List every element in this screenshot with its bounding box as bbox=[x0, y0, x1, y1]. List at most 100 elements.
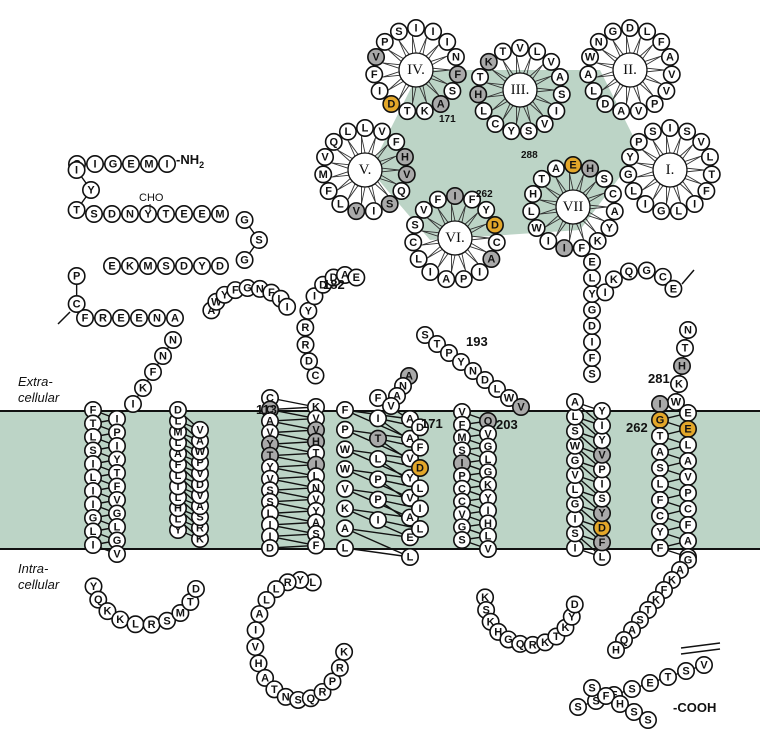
residue-circle bbox=[565, 392, 584, 411]
residue-circle bbox=[347, 268, 366, 287]
residue-letter: Q bbox=[516, 638, 525, 650]
residue-letter: S bbox=[386, 198, 393, 210]
wheel-core bbox=[437, 220, 473, 256]
residue-letter: S bbox=[255, 235, 262, 247]
residue-letter: A bbox=[552, 163, 560, 175]
residue-letter: L bbox=[590, 86, 597, 98]
residue-letter: N bbox=[684, 325, 692, 337]
residue-circle bbox=[235, 250, 254, 269]
icl1-residue: L bbox=[126, 615, 145, 634]
residue-letter: Y bbox=[221, 289, 229, 301]
wheel-residue: S bbox=[380, 194, 399, 213]
residue-letter: F bbox=[82, 313, 89, 325]
wheel-residue: I bbox=[555, 239, 574, 258]
residue-circle bbox=[443, 82, 462, 101]
wheel-residue: H bbox=[581, 159, 600, 178]
residue-letter: S bbox=[630, 707, 637, 719]
icl3-break-mark bbox=[681, 269, 695, 285]
residue-number-171: 171 bbox=[421, 416, 443, 431]
residue-letter: R bbox=[529, 639, 537, 651]
residue-letter: W bbox=[504, 393, 515, 405]
residue-letter: I bbox=[668, 123, 671, 135]
tm7-residue: E bbox=[678, 403, 697, 422]
wheel-residue: F bbox=[387, 132, 406, 151]
residue-circle bbox=[606, 640, 625, 659]
residue-letter: I bbox=[93, 159, 96, 171]
residue-letter: I bbox=[372, 206, 375, 218]
residue-letter: K bbox=[675, 379, 683, 391]
residue-circle bbox=[316, 148, 335, 167]
helix-wheel-label: III. bbox=[511, 82, 530, 98]
n-terminal-residue: G bbox=[235, 211, 254, 230]
residue-letter: R bbox=[302, 339, 310, 351]
residue-letter: G bbox=[642, 265, 651, 277]
residue-letter: T bbox=[553, 631, 560, 643]
n-terminal-residue: I bbox=[67, 161, 86, 180]
residue-circle bbox=[596, 94, 615, 113]
residue-letter: G bbox=[240, 254, 249, 266]
residue-letter: Q bbox=[397, 186, 406, 198]
residue-letter: S bbox=[89, 445, 96, 457]
residue-circle bbox=[486, 114, 505, 133]
residue-letter: N bbox=[312, 482, 320, 494]
residue-letter: P bbox=[196, 457, 203, 469]
residue-circle bbox=[306, 536, 325, 555]
n-terminal-residue: R bbox=[94, 308, 113, 327]
residue-letter: H bbox=[678, 361, 686, 373]
wheel-residue: A bbox=[431, 94, 450, 113]
n-terminal-residue: E bbox=[103, 256, 122, 275]
wheel-residue: V bbox=[373, 122, 392, 141]
residue-circle bbox=[532, 169, 551, 188]
residue-letter: N bbox=[399, 381, 407, 393]
wheel-residue: Y bbox=[477, 200, 496, 219]
residue-circle bbox=[700, 148, 719, 167]
residue-letter: N bbox=[169, 335, 177, 347]
residue-letter: I bbox=[378, 86, 381, 98]
residue-letter: C bbox=[609, 189, 617, 201]
residue-circle bbox=[660, 48, 679, 67]
residue-circle bbox=[463, 361, 482, 380]
residue-circle bbox=[499, 388, 518, 407]
wheel-residue: S bbox=[389, 22, 408, 41]
residue-letter: G bbox=[109, 159, 118, 171]
wheel-residue: I bbox=[424, 22, 443, 41]
residue-letter: N bbox=[153, 313, 161, 325]
residue-letter: R bbox=[319, 686, 327, 698]
residue-letter: I bbox=[376, 413, 379, 425]
tm1-residue: K bbox=[134, 378, 153, 397]
residue-letter: V bbox=[372, 52, 380, 64]
n-terminal-residue: E bbox=[175, 205, 194, 224]
wheel-residue: K bbox=[479, 52, 498, 71]
residue-letter: S bbox=[312, 528, 319, 540]
residue-letter: I bbox=[131, 399, 134, 411]
residue-letter: Y bbox=[312, 505, 320, 517]
residue-circle bbox=[368, 510, 387, 529]
residue-letter: K bbox=[541, 637, 549, 649]
residue-letter: V bbox=[548, 56, 556, 68]
residue-letter: P bbox=[651, 98, 658, 110]
tm4-residue: W bbox=[335, 460, 354, 479]
residue-letter: C bbox=[409, 237, 417, 249]
n-terminal-residue: S bbox=[250, 231, 269, 250]
residue-circle bbox=[368, 470, 387, 489]
residue-letter: I bbox=[604, 287, 607, 299]
residue-letter: Y bbox=[144, 209, 152, 221]
residue-letter: A bbox=[676, 565, 684, 577]
residue-letter: V bbox=[113, 549, 121, 561]
wheel-core bbox=[347, 152, 383, 188]
residue-letter: Y bbox=[457, 357, 465, 369]
residue-circle bbox=[335, 400, 354, 419]
residue-letter: Y bbox=[406, 473, 414, 485]
residue-letter: A bbox=[571, 397, 579, 409]
residue-letter: S bbox=[90, 209, 97, 221]
wheel-residue: I bbox=[685, 194, 704, 213]
residue-circle bbox=[550, 68, 569, 87]
residue-letter: I bbox=[268, 519, 271, 531]
c-term-break-mark-2 bbox=[680, 648, 721, 655]
residue-letter: T bbox=[267, 450, 274, 462]
residue-letter: S bbox=[588, 683, 595, 695]
residue-circle bbox=[406, 18, 425, 37]
wheel-residue: W bbox=[581, 48, 600, 67]
residue-letter: G bbox=[571, 455, 580, 467]
wheel-residue: I bbox=[438, 32, 457, 51]
